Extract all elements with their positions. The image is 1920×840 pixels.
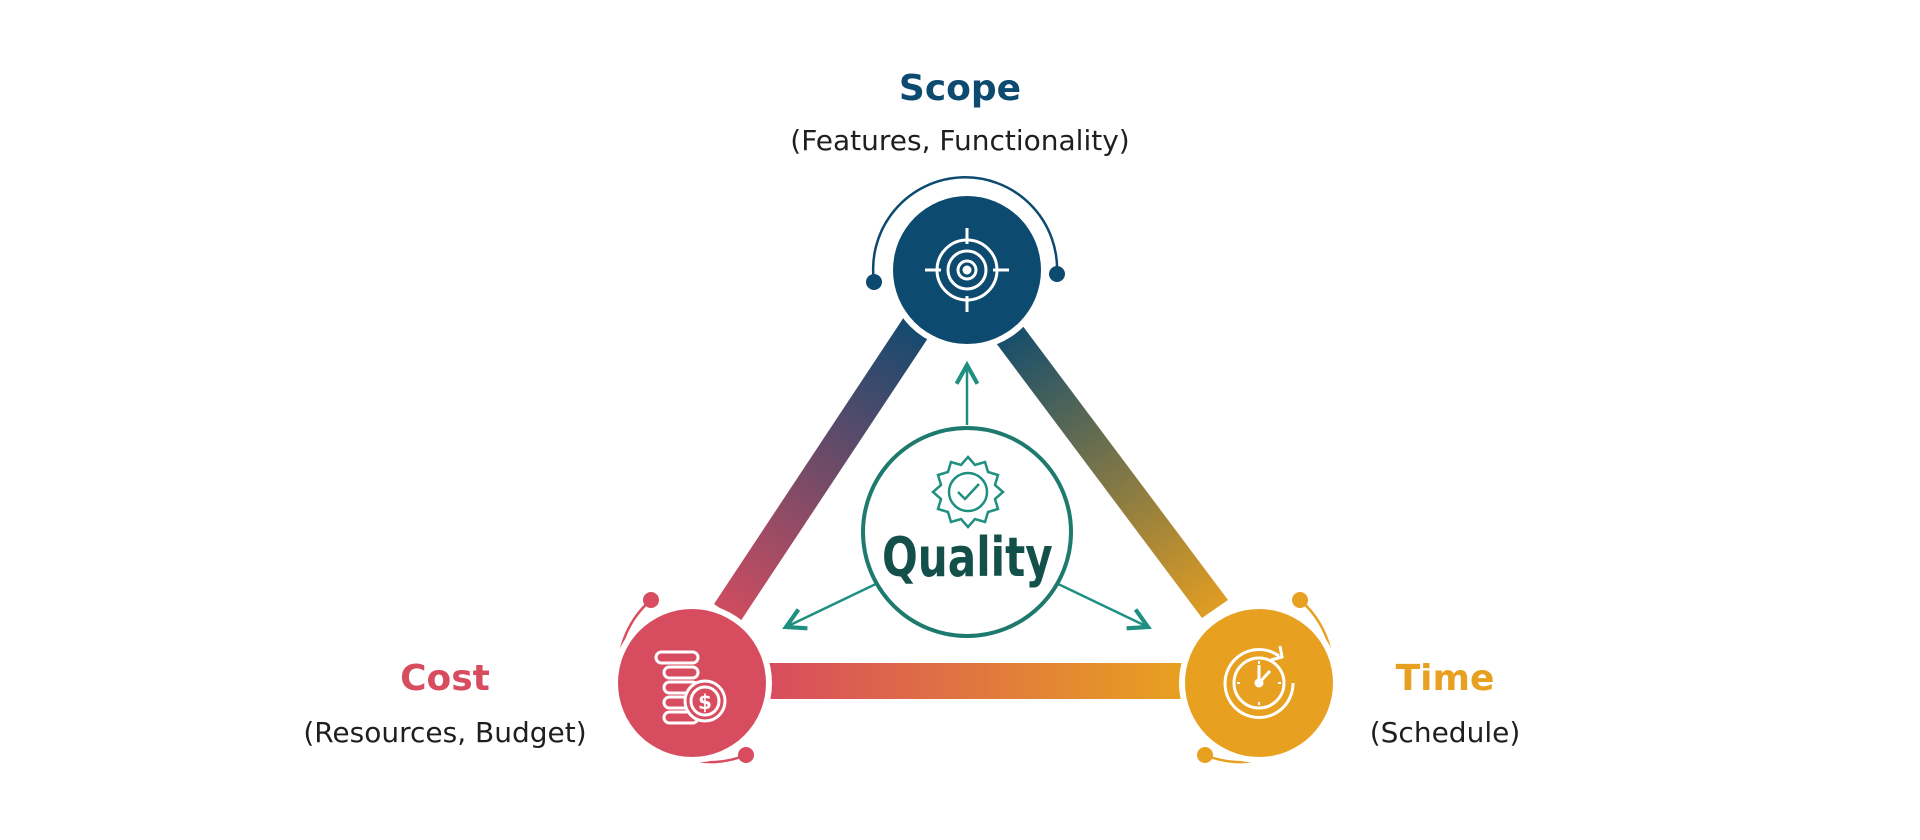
cost-orbit-dot	[738, 747, 754, 763]
time-node	[1179, 592, 1339, 764]
scope-cost-bar	[714, 317, 930, 622]
cost-subtitle: (Resources, Budget)	[303, 716, 587, 749]
clock-refresh-icon	[1223, 645, 1295, 719]
quality-node	[861, 426, 1073, 638]
cost-node: $	[612, 592, 772, 764]
scope-orbit-dot	[1049, 266, 1065, 282]
quality-label: Quality	[882, 526, 1053, 589]
scope-orbit-arc	[871, 176, 1059, 283]
scope-orbit-dot	[866, 274, 882, 290]
quality-arrow-left	[786, 580, 881, 627]
quality-arrow-right	[1053, 580, 1148, 627]
target-icon	[925, 228, 1009, 312]
coins-dollar-icon: $	[654, 650, 727, 725]
quality-circle	[861, 426, 1073, 638]
time-orbit-dot	[1197, 747, 1213, 763]
time-title: Time	[1395, 658, 1495, 699]
time-orbit-dot	[1292, 592, 1308, 608]
time-subtitle: (Schedule)	[1369, 716, 1521, 749]
scope-time-bar	[990, 317, 1228, 618]
scope-node	[866, 176, 1065, 350]
cost-time-bar	[765, 663, 1183, 699]
scope-subtitle: (Features, Functionality)	[790, 124, 1130, 157]
check-badge-icon	[931, 455, 1005, 529]
cost-title: Cost	[400, 658, 490, 699]
cost-orbit-dot	[643, 592, 659, 608]
scope-title: Scope	[898, 68, 1022, 109]
svg-text:$: $	[698, 690, 712, 714]
